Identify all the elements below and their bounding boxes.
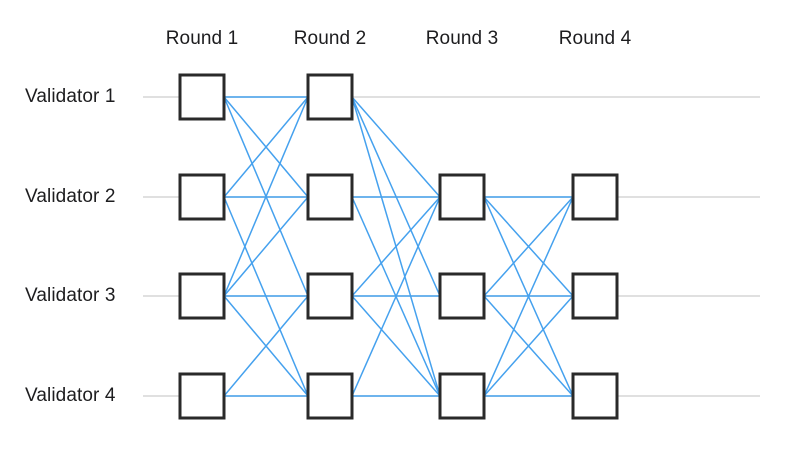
validator-label-3: Validator 3 [25, 285, 116, 306]
node-validator3-round4 [571, 272, 619, 320]
node-validator1-round2 [306, 73, 354, 121]
node-validator4-round4 [571, 372, 619, 420]
edge-v3r2-v4r3 [351, 295, 441, 397]
nodes-group [178, 73, 619, 420]
node-validator2-round1 [178, 173, 226, 221]
node-validator2-round4 [571, 173, 619, 221]
validator-label-1: Validator 1 [25, 86, 116, 107]
edge-v4r2-v2r3 [351, 196, 441, 397]
validator-label-4: Validator 4 [25, 385, 116, 406]
node-validator3-round2 [306, 272, 354, 320]
edge-v1r2-v2r3 [351, 96, 441, 198]
edge-v4r3-v3r4 [483, 295, 574, 397]
node-validator4-round2 [306, 372, 354, 420]
edge-v4r3-v2r4 [483, 196, 574, 397]
row-lines-group [143, 96, 760, 397]
round-header-2: Round 2 [293, 28, 367, 49]
node-validator2-round3 [438, 173, 486, 221]
round-header-1: Round 1 [165, 28, 239, 49]
edge-v2r1-v1r2 [223, 96, 309, 198]
round-header-4: Round 4 [558, 28, 632, 49]
node-validator2-round2 [306, 173, 354, 221]
node-validator4-round1 [178, 372, 226, 420]
edges-group [223, 96, 574, 397]
round-header-3: Round 3 [425, 28, 499, 49]
edge-v4r1-v3r2 [223, 295, 309, 397]
node-validator3-round3 [438, 272, 486, 320]
node-validator1-round1 [178, 73, 226, 121]
node-validator3-round1 [178, 272, 226, 320]
validator-label-2: Validator 2 [25, 186, 116, 207]
edge-v3r1-v1r2 [223, 96, 309, 297]
edge-v3r3-v2r4 [483, 196, 574, 297]
edge-v3r2-v2r3 [351, 196, 441, 297]
edge-v3r1-v2r2 [223, 196, 309, 297]
node-validator4-round3 [438, 372, 486, 420]
